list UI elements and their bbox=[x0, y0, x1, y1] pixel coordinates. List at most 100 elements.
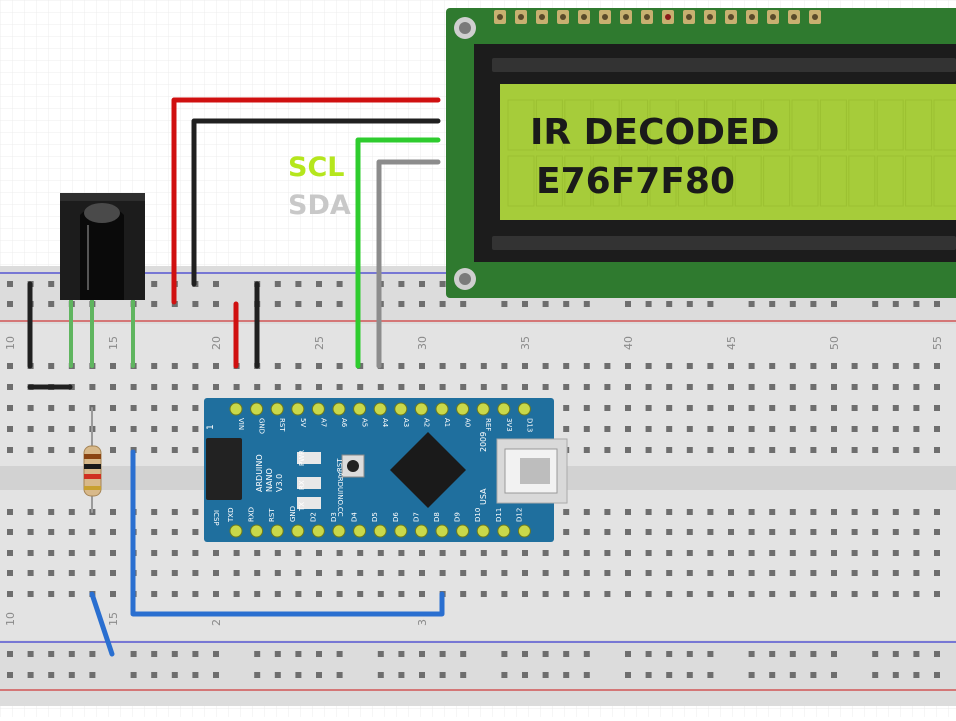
column-number: 50 bbox=[828, 336, 841, 350]
breadboard-hole bbox=[625, 447, 631, 453]
breadboard-hole bbox=[398, 301, 405, 307]
breadboard-hole bbox=[213, 591, 219, 597]
breadboard-hole bbox=[151, 447, 158, 453]
breadboard-hole bbox=[934, 384, 940, 390]
nano-pin bbox=[332, 524, 346, 538]
breadboard-hole bbox=[377, 550, 384, 556]
breadboard-hole bbox=[460, 672, 467, 678]
breadboard-hole bbox=[625, 405, 631, 411]
breadboard-hole bbox=[645, 447, 652, 453]
breadboard-hole bbox=[686, 529, 693, 535]
nano-pin-label: RXD bbox=[248, 507, 256, 522]
breadboard-hole bbox=[645, 529, 652, 535]
breadboard-hole bbox=[213, 651, 219, 657]
breadboard-hole bbox=[295, 281, 302, 287]
gray-sda-wire bbox=[376, 159, 441, 369]
nano-pin-label: REF bbox=[484, 418, 492, 431]
breadboard-hole bbox=[625, 363, 631, 369]
breadboard-hole bbox=[769, 570, 776, 576]
breadboard-hole bbox=[542, 591, 549, 597]
breadboard-hole bbox=[213, 570, 219, 576]
column-number: 55 bbox=[931, 336, 944, 350]
breadboard-hole bbox=[419, 550, 425, 556]
breadboard-hole bbox=[645, 651, 652, 657]
breadboard-hole bbox=[851, 591, 858, 597]
breadboard-hole bbox=[707, 405, 714, 411]
breadboard-hole bbox=[913, 509, 920, 515]
breadboard-hole bbox=[810, 550, 817, 556]
nano-pin bbox=[476, 402, 490, 416]
breadboard-hole bbox=[171, 405, 178, 411]
breadboard-hole bbox=[439, 672, 446, 678]
breadboard-hole bbox=[295, 672, 302, 678]
lcd-cell bbox=[592, 155, 620, 207]
breadboard-hole bbox=[542, 672, 549, 678]
breadboard-hole bbox=[171, 447, 178, 453]
nano-pin bbox=[497, 402, 511, 416]
lcd-cell bbox=[621, 155, 649, 207]
nano-pin-label: A1 bbox=[443, 418, 451, 427]
breadboard-hole bbox=[645, 384, 652, 390]
breadboard-hole bbox=[789, 509, 796, 515]
breadboard-hole bbox=[707, 651, 714, 657]
breadboard-hole bbox=[748, 672, 755, 678]
breadboard-hole bbox=[130, 426, 137, 432]
breadboard-hole bbox=[151, 426, 158, 432]
breadboard-hole bbox=[439, 384, 446, 390]
nano-pin-label: 5V bbox=[299, 418, 307, 427]
breadboard-hole bbox=[542, 570, 549, 576]
breadboard-hole bbox=[192, 384, 199, 390]
tx-led bbox=[297, 497, 321, 509]
lcd-cell bbox=[621, 99, 649, 151]
breadboard-hole bbox=[769, 426, 776, 432]
breadboard-hole bbox=[171, 426, 178, 432]
lcd-cell bbox=[905, 155, 933, 207]
breadboard-hole bbox=[151, 405, 158, 411]
breadboard-hole bbox=[151, 651, 158, 657]
breadboard-hole bbox=[542, 384, 549, 390]
breadboard-hole bbox=[934, 570, 940, 576]
breadboard-hole bbox=[583, 672, 590, 678]
breadboard-hole bbox=[913, 405, 920, 411]
black-wire-to-lcd bbox=[191, 118, 441, 287]
breadboard-hole bbox=[295, 591, 302, 597]
breadboard-hole bbox=[892, 550, 899, 556]
breadboard-hole bbox=[27, 570, 34, 576]
breadboard-hole bbox=[748, 591, 755, 597]
breadboard-hole bbox=[398, 570, 405, 576]
breadboard-hole bbox=[666, 529, 673, 535]
breadboard-hole bbox=[439, 301, 446, 307]
breadboard-hole bbox=[769, 651, 776, 657]
breadboard-hole bbox=[872, 672, 879, 678]
breadboard-hole bbox=[274, 384, 281, 390]
breadboard-hole bbox=[789, 651, 796, 657]
breadboard-hole bbox=[522, 570, 528, 576]
lcd-cell bbox=[791, 99, 819, 151]
red-wire-to-lcd bbox=[171, 97, 441, 305]
breadboard-hole bbox=[604, 447, 611, 453]
breadboard-hole bbox=[192, 550, 199, 556]
breadboard-hole bbox=[377, 570, 384, 576]
breadboard-hole bbox=[913, 384, 920, 390]
breadboard-hole bbox=[7, 363, 13, 369]
breadboard-hole bbox=[151, 384, 158, 390]
breadboard-hole bbox=[171, 570, 178, 576]
breadboard-hole bbox=[192, 672, 199, 678]
breadboard-hole bbox=[151, 529, 158, 535]
breadboard-hole bbox=[913, 591, 920, 597]
breadboard-hole bbox=[913, 550, 920, 556]
nano-pin-label: A3 bbox=[402, 418, 410, 427]
breadboard-hole bbox=[789, 672, 796, 678]
breadboard-hole bbox=[213, 384, 219, 390]
breadboard-hole bbox=[316, 384, 322, 390]
nano-pin bbox=[517, 402, 531, 416]
breadboard-hole bbox=[913, 529, 920, 535]
nano-pin bbox=[414, 402, 428, 416]
breadboard-hole bbox=[480, 384, 487, 390]
breadboard-hole bbox=[233, 550, 240, 556]
breadboard-hole bbox=[604, 363, 611, 369]
breadboard-hole bbox=[419, 570, 425, 576]
breadboard-hole bbox=[707, 301, 714, 307]
breadboard-hole bbox=[171, 672, 178, 678]
breadboard-hole bbox=[213, 363, 219, 369]
